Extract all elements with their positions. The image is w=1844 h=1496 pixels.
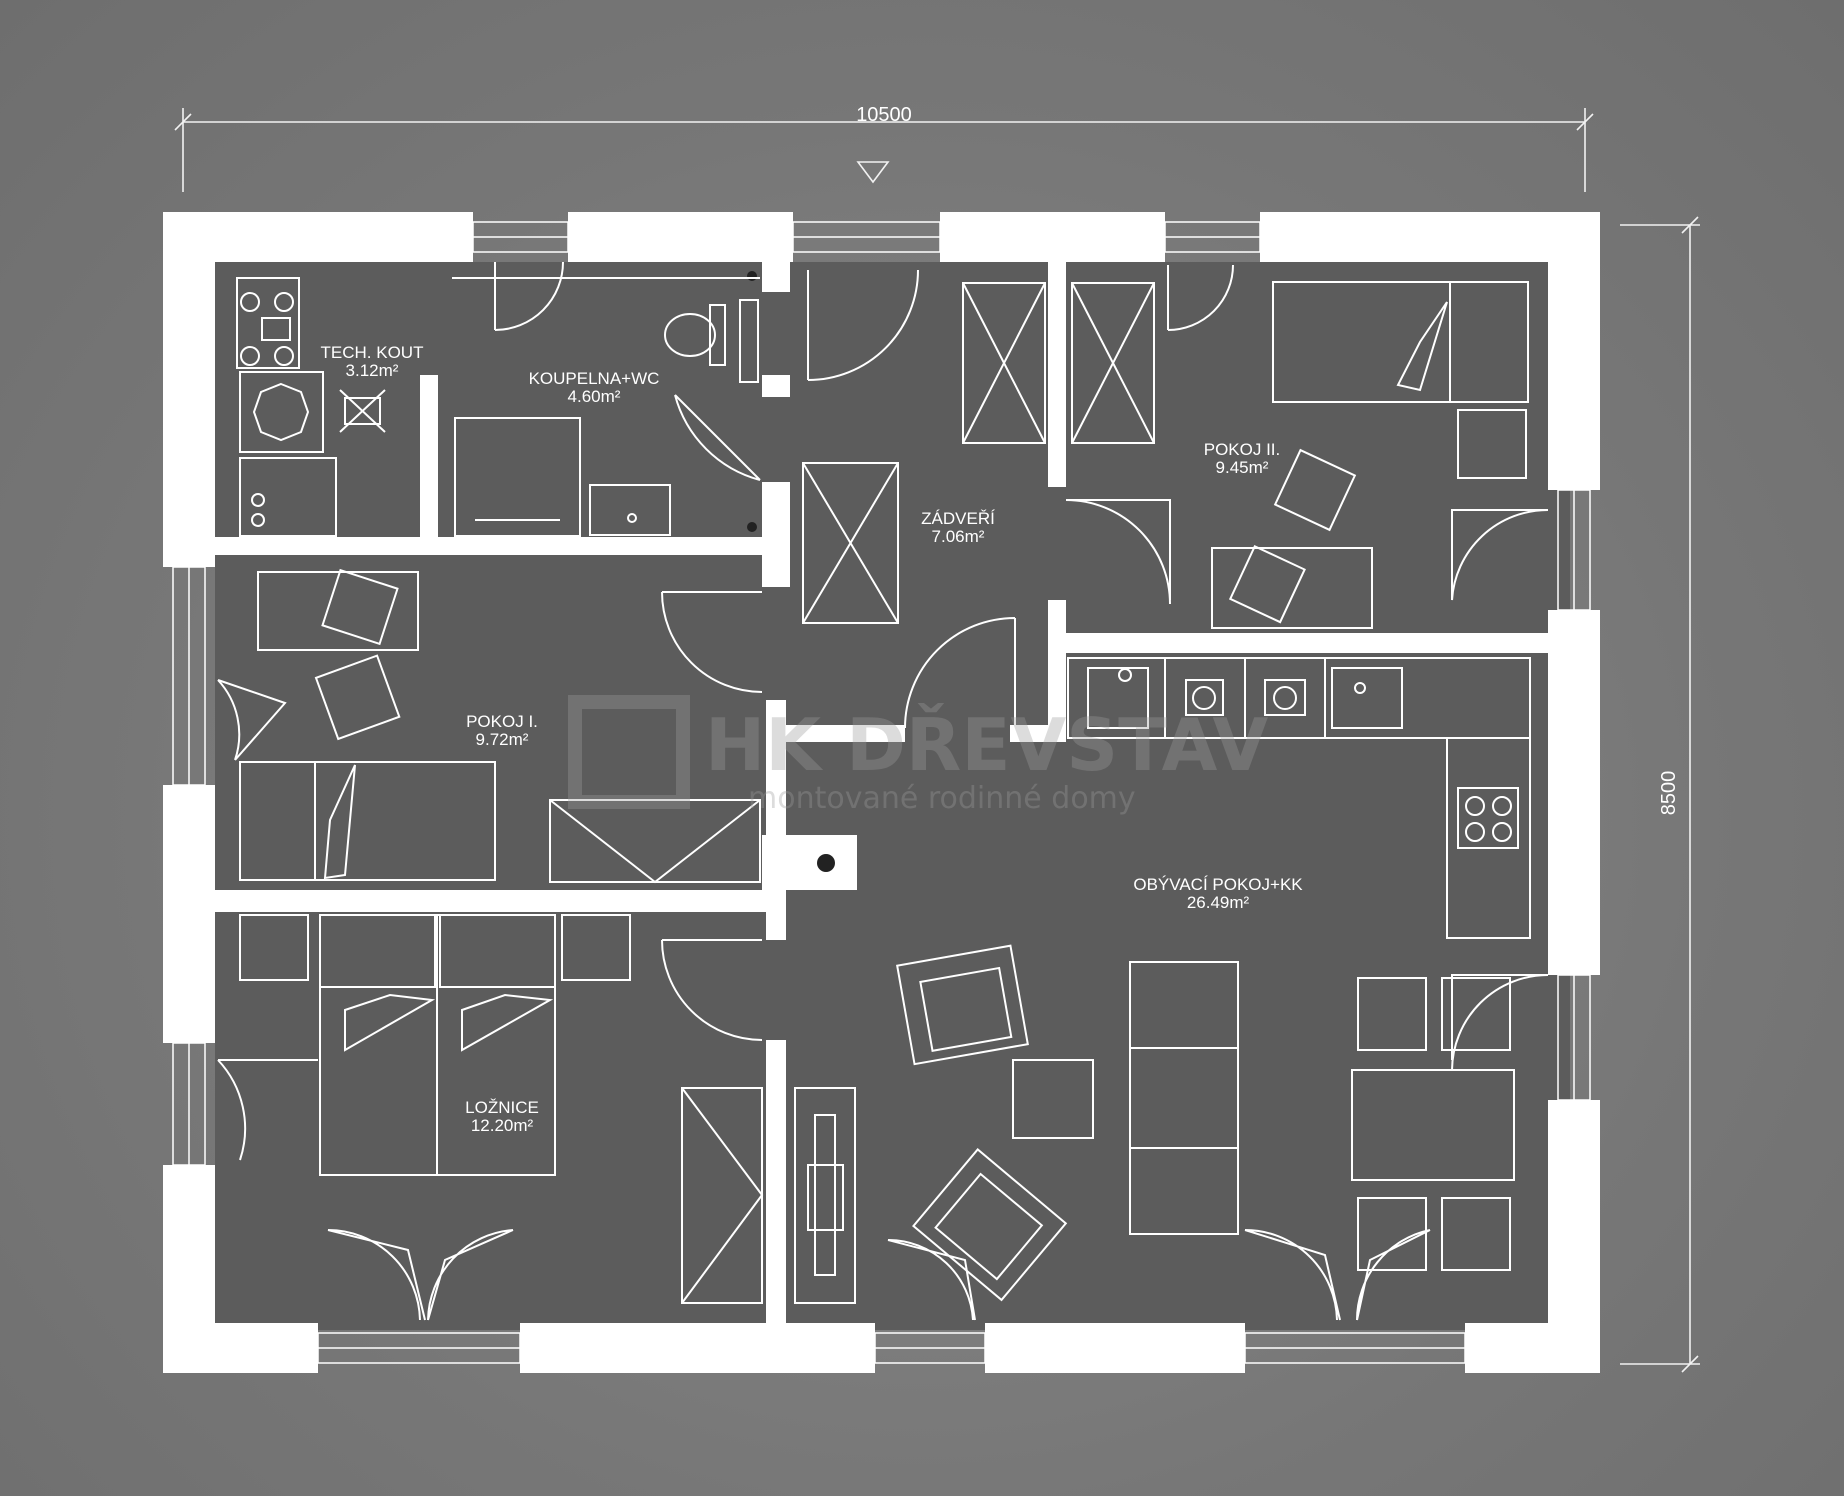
room-name: KOUPELNA+WC	[529, 369, 660, 388]
pipe-icon	[747, 271, 757, 281]
living-furniture	[794, 944, 1515, 1304]
floor-area	[215, 262, 1570, 1330]
width-label: 10500	[856, 104, 912, 126]
room2-furniture	[1211, 281, 1529, 629]
exterior-walls	[163, 212, 1600, 1373]
room1-furniture	[239, 568, 761, 884]
room-area: 7.06m²	[932, 527, 985, 546]
room-area: 12.20m²	[471, 1116, 534, 1135]
pipe-icon-2	[747, 522, 757, 532]
room-name: TECH. KOUT	[321, 343, 424, 362]
hall-furniture	[802, 282, 1155, 624]
room-name: OBÝVACÍ POKOJ+KK	[1133, 875, 1303, 894]
windows	[172, 221, 1591, 1364]
watermark-brand: HK DŘEVSTAV	[705, 703, 1268, 787]
dimension-height: 8500	[1620, 216, 1700, 1373]
room-name: ZÁDVEŘÍ	[921, 509, 995, 528]
room-label-hall: ZÁDVEŘÍ 7.06m²	[921, 509, 995, 546]
kitchen-furniture	[1067, 657, 1531, 939]
chimney-icon	[817, 854, 835, 872]
room-area: 26.49m²	[1187, 893, 1250, 912]
room-name: POKOJ I.	[466, 712, 538, 731]
room-name: LOŽNICE	[465, 1098, 539, 1117]
room-area: 9.72m²	[476, 730, 529, 749]
dimension-width: 10500	[174, 104, 1594, 192]
entrance-marker	[856, 161, 890, 184]
interior-walls	[215, 262, 1548, 1330]
watermark-tagline: montované rodinné domy	[748, 781, 1136, 816]
tech-room-furniture	[236, 277, 386, 537]
room-area: 9.45m²	[1216, 458, 1269, 477]
room-label-bedroom: LOŽNICE 12.20m²	[465, 1098, 539, 1135]
bathroom-furniture	[425, 277, 760, 539]
room-label-room2: POKOJ II. 9.45m²	[1204, 440, 1281, 477]
bedroom-furniture	[239, 914, 764, 1304]
room-area: 3.12m²	[346, 361, 399, 380]
doors	[217, 261, 1549, 1321]
room-area: 4.60m²	[568, 387, 621, 406]
room-label-bathroom: KOUPELNA+WC 4.60m²	[529, 369, 660, 406]
height-label: 8500	[1658, 771, 1680, 816]
room-name: POKOJ II.	[1204, 440, 1281, 459]
watermark: HK DŘEVSTAV montované rodinné domy	[568, 695, 1268, 816]
room-label-living: OBÝVACÍ POKOJ+KK 26.49m²	[1133, 875, 1303, 912]
room-label-tech: TECH. KOUT 3.12m²	[321, 343, 424, 380]
room-label-room1: POKOJ I. 9.72m²	[466, 712, 538, 749]
